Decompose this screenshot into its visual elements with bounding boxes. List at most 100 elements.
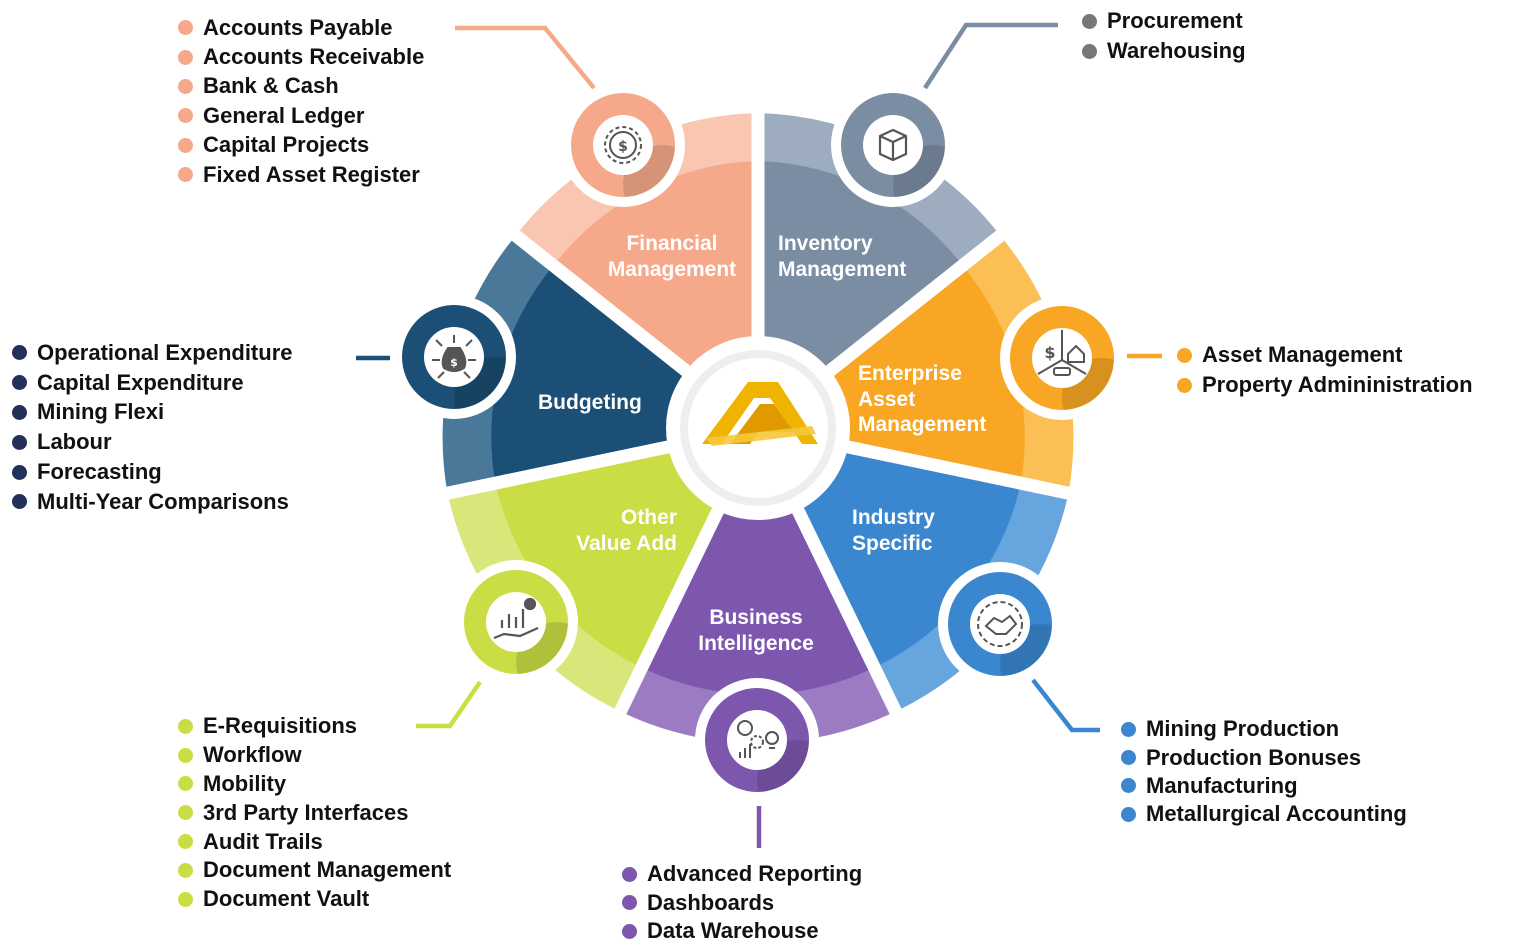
- list-item: Labour: [12, 427, 293, 457]
- list-item: 3rd Party Interfaces: [178, 798, 451, 827]
- bullet-dot: [178, 49, 193, 65]
- list-item: Audit Trails: [178, 827, 451, 856]
- list-item-label: Document Vault: [203, 886, 370, 912]
- other-label-line2: Value Add: [576, 532, 677, 555]
- list-item-label: Workflow: [203, 742, 302, 768]
- list-item-label: Multi-Year Comparisons: [37, 488, 289, 514]
- bullet-dot: [178, 747, 193, 763]
- industry-badge[interactable]: [938, 562, 1080, 704]
- list-item: Accounts Receivable: [178, 42, 424, 71]
- list-item: Mining Production: [1121, 715, 1407, 743]
- list-item-label: Dashboards: [647, 889, 775, 915]
- bullet-dot: [12, 434, 27, 450]
- financial-connector: [455, 25, 596, 90]
- list-item-label: Document Management: [203, 857, 452, 883]
- list-item: Document Management: [178, 856, 451, 885]
- list-item: Manufacturing: [1121, 772, 1407, 800]
- bullet-dot: [1121, 750, 1136, 766]
- bullet-dot: [178, 776, 193, 792]
- list-item-label: Advanced Reporting: [647, 861, 863, 887]
- list-item-label: Mining Flexi: [37, 399, 165, 425]
- bullet-dot: [178, 834, 193, 850]
- bullet-dot: [622, 866, 637, 882]
- bullet-dot: [622, 895, 637, 911]
- list-item-label: Operational Expenditure: [37, 339, 293, 365]
- bullet-dot: [1082, 13, 1097, 29]
- financial-badge[interactable]: $: [561, 83, 703, 225]
- bullet-dot: [178, 20, 193, 36]
- asset-label-line1: Enterprise: [858, 362, 962, 385]
- budgeting-badge[interactable]: $: [392, 295, 534, 437]
- bullet-dot: [622, 923, 637, 939]
- list-item-label: Labour: [37, 429, 112, 455]
- list-item-label: Production Bonuses: [1146, 744, 1362, 770]
- financial-label-line2: Management: [608, 258, 736, 281]
- inventory-badge[interactable]: [831, 83, 973, 225]
- other-connector: [416, 680, 482, 729]
- list-item: Capital Projects: [178, 131, 424, 160]
- industry-label-line1: Industry: [852, 506, 935, 529]
- list-item: Multi-Year Comparisons: [12, 487, 293, 517]
- bullet-dot: [178, 108, 193, 124]
- list-item-label: Accounts Receivable: [203, 44, 425, 70]
- bullet-dot: [12, 494, 27, 510]
- financial-label-line1: Financial: [626, 232, 717, 255]
- bullet-dot: [1177, 377, 1192, 393]
- list-item: Document Vault: [178, 885, 451, 914]
- list-item-label: E-Requisitions: [203, 713, 358, 739]
- list-item: Capital Expenditure: [12, 368, 293, 398]
- list-item: Data Warehouse: [622, 917, 862, 946]
- money-gear-icon: $: [604, 126, 642, 164]
- segment-bi[interactable]: [620, 428, 896, 744]
- industry-connector: [1031, 678, 1100, 733]
- list-item: Advanced Reporting: [622, 860, 862, 889]
- list-item-label: Capital Projects: [203, 132, 370, 158]
- bullet-dot: [178, 167, 193, 183]
- bullet-dot: [178, 891, 193, 907]
- list-item: General Ledger: [178, 101, 424, 130]
- list-item-label: 3rd Party Interfaces: [203, 799, 409, 825]
- list-item: Property Admininistration: [1177, 370, 1473, 400]
- box-icon: [878, 128, 908, 162]
- list-item: Dashboards: [622, 889, 862, 918]
- asset-badge[interactable]: $: [1000, 296, 1142, 438]
- list-item-label: Fixed Asset Register: [203, 161, 420, 187]
- inventory-label-line1: Inventory: [778, 232, 873, 255]
- inventory-connector: [923, 22, 1058, 90]
- list-item-label: Mining Production: [1146, 716, 1340, 742]
- bi-label-line1: Business: [709, 606, 802, 629]
- svg-text:$: $: [1044, 343, 1055, 362]
- bi-badge[interactable]: [695, 678, 837, 820]
- list-item: Mobility: [178, 770, 451, 799]
- list-item-label: Manufacturing: [1146, 772, 1298, 798]
- center-hub: [666, 336, 850, 520]
- segment-labels: Financial Management Inventory Managemen…: [538, 232, 986, 655]
- list-item: Metallurgical Accounting: [1121, 800, 1407, 828]
- list-item: Operational Expenditure: [12, 338, 293, 368]
- hand-chart-icon: [493, 597, 539, 640]
- list-item-label: Accounts Payable: [203, 14, 393, 40]
- list-item: Warehousing: [1082, 36, 1246, 66]
- bullet-dot: [178, 137, 193, 153]
- bullet-dot: [1121, 778, 1136, 794]
- list-item: Asset Management: [1177, 340, 1473, 370]
- industry-label-line2: Specific: [852, 532, 933, 555]
- inventory-label-line2: Management: [778, 258, 906, 281]
- list-item-label: Asset Management: [1202, 342, 1403, 367]
- bullet-dot: [178, 805, 193, 821]
- other-badge[interactable]: [454, 560, 596, 702]
- list-item-label: Metallurgical Accounting: [1146, 801, 1407, 827]
- svg-text:$: $: [450, 356, 458, 369]
- bullet-dot: [1177, 347, 1192, 363]
- bullet-dot: [178, 78, 193, 94]
- bullet-dot: [178, 718, 193, 734]
- handshake-gear-icon: [977, 601, 1023, 647]
- list-item: Procurement: [1082, 6, 1246, 36]
- bullet-dot: [1082, 43, 1097, 59]
- list-item-label: Bank & Cash: [203, 73, 339, 99]
- bullet-dot: [1121, 806, 1136, 822]
